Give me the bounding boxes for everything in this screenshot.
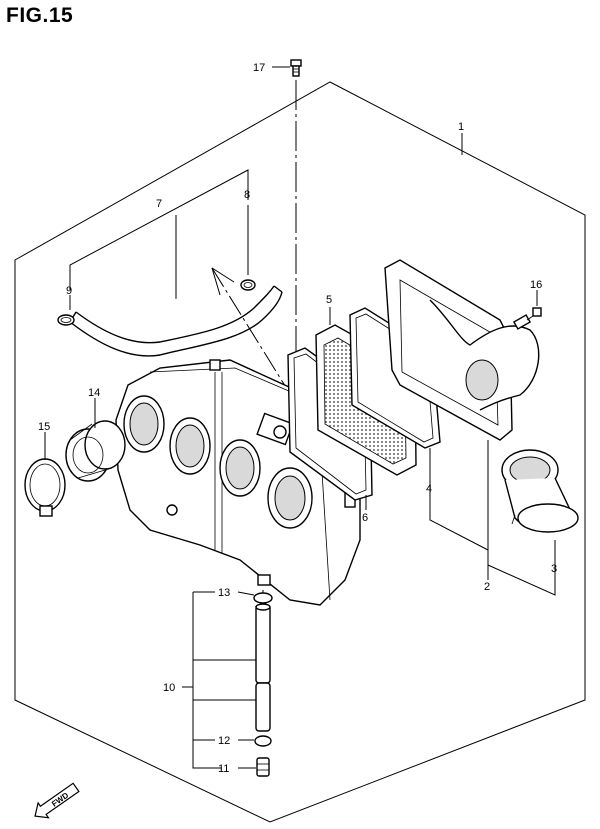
callout-16: 16: [530, 279, 542, 291]
air-cleaner-cap-2: [384, 259, 540, 441]
callout-2: 2: [484, 581, 490, 593]
callout-13: 13: [218, 587, 230, 599]
callout-4: 4: [426, 483, 432, 495]
clamp-12: [254, 735, 272, 747]
callout-12: 12: [218, 735, 230, 747]
drain-hose-10: [255, 603, 271, 732]
callout-3: 3: [551, 563, 557, 575]
callout-14: 14: [88, 387, 100, 399]
callout-9: 9: [66, 285, 72, 297]
clamp-9: [57, 314, 75, 326]
callout-11: 11: [218, 763, 229, 775]
clamp-ring-15: [24, 458, 66, 517]
callout-15: 15: [38, 421, 50, 433]
assembly-boundary: [14, 81, 586, 823]
plug-11: [256, 757, 270, 777]
forward-arrow-icon: FWD: [34, 782, 80, 819]
breather-hose-7: [69, 285, 283, 357]
callout-5: 5: [326, 294, 332, 306]
callout-1: 1: [458, 121, 464, 133]
callout-8: 8: [244, 189, 250, 201]
figure-title: FIG.15: [6, 4, 74, 27]
callout-6: 6: [362, 512, 368, 524]
screw-16: [526, 307, 542, 321]
intake-joint-14: [65, 420, 126, 482]
callout-10: 10: [163, 682, 175, 694]
callout-17: 17: [253, 62, 265, 74]
bolt-17: [290, 59, 302, 77]
clamp-8: [240, 279, 256, 291]
clamp-13: [253, 592, 273, 604]
air-funnel-3: [501, 449, 579, 533]
callout-7: 7: [156, 198, 162, 210]
